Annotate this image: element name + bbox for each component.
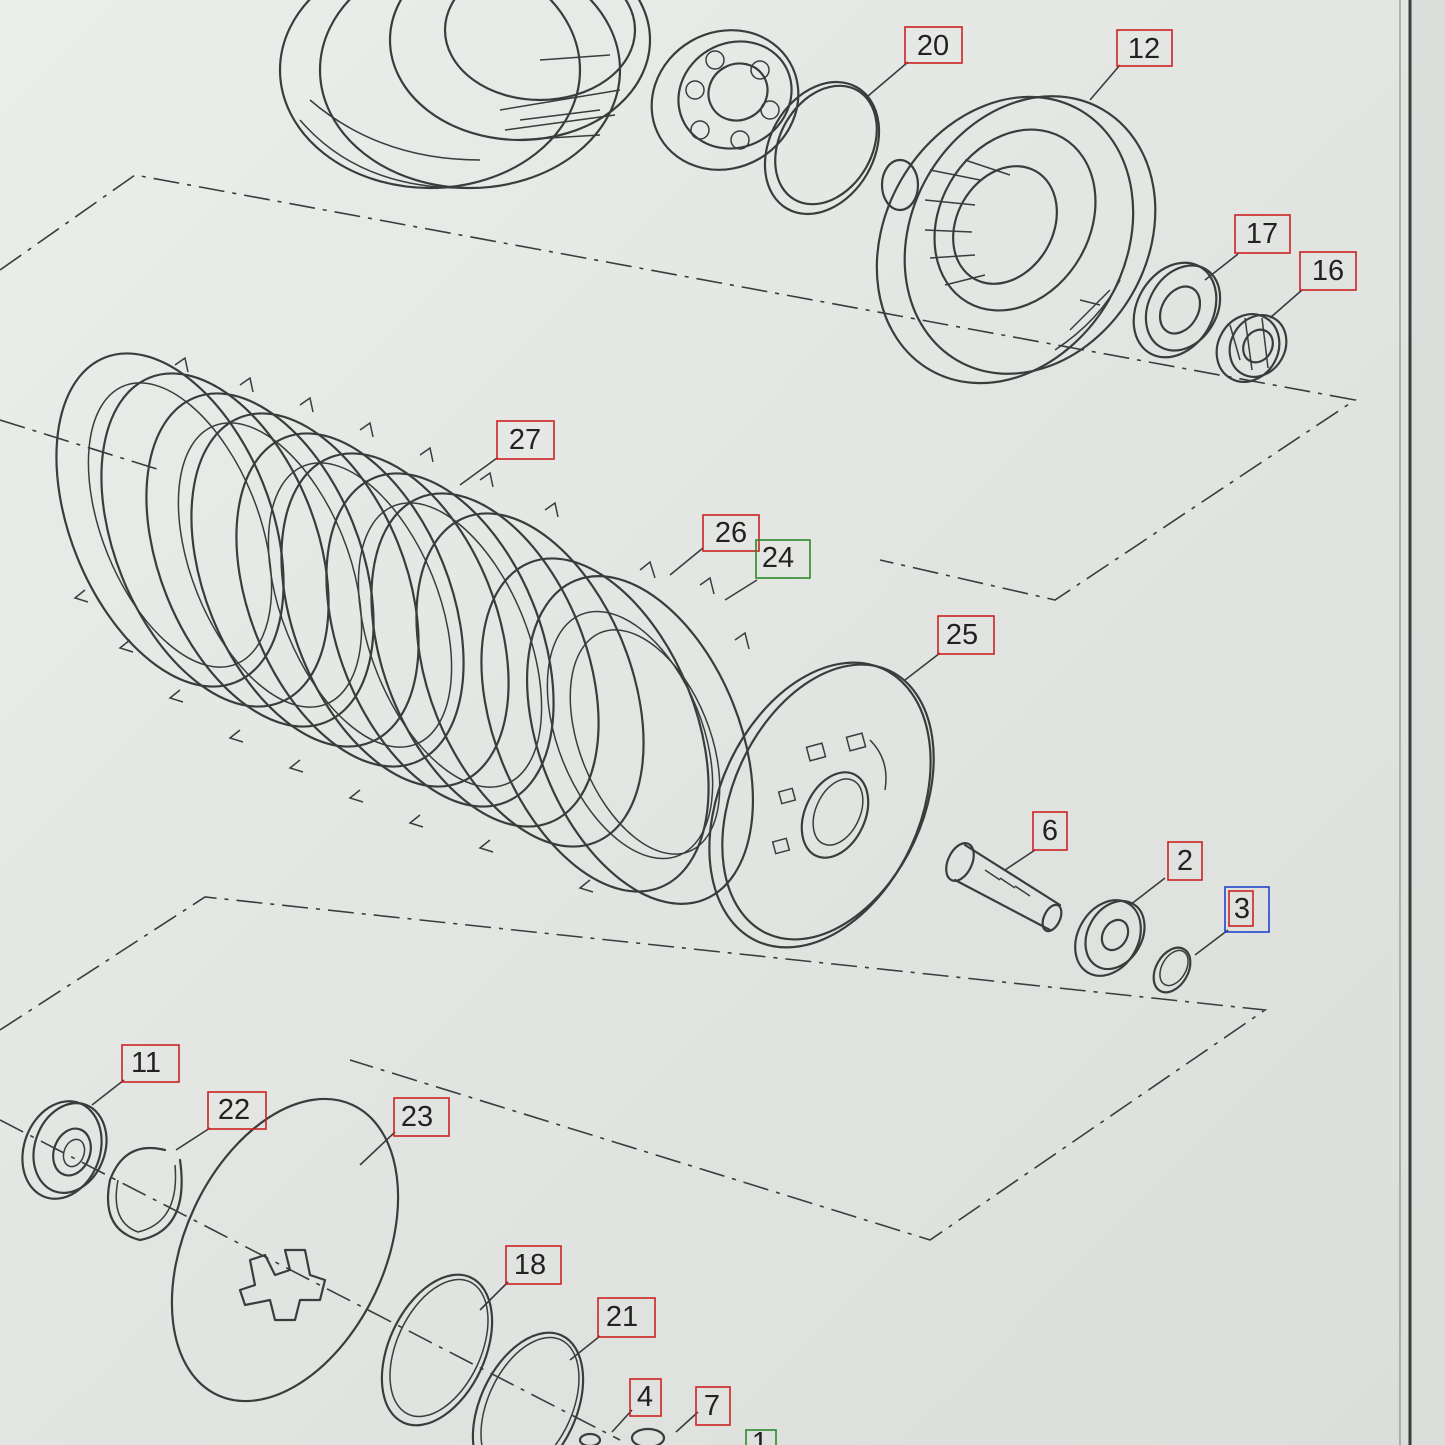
callout-25: 25: [937, 615, 995, 655]
washer-17: [1132, 261, 1222, 359]
lock-washer-23: [170, 1097, 400, 1403]
svg-text:26: 26: [715, 517, 747, 549]
svg-text:16: 16: [1312, 255, 1344, 287]
callout-21: 21: [597, 1297, 656, 1338]
clutch-plate-26-24: [480, 557, 755, 905]
callout-1: 1: [745, 1427, 777, 1445]
callout-22: 22: [207, 1091, 267, 1130]
svg-text:7: 7: [704, 1390, 720, 1422]
monitor-bezel-edge: [1399, 0, 1445, 1445]
dashed-group-outlines: [0, 174, 1358, 1441]
callout-18: 18: [505, 1245, 562, 1285]
svg-text:4: 4: [637, 1381, 653, 1413]
svg-text:20: 20: [917, 30, 949, 62]
callout-26: 26: [702, 514, 760, 552]
svg-text:17: 17: [1246, 218, 1278, 250]
svg-text:24: 24: [762, 542, 794, 574]
svg-text:23: 23: [401, 1101, 433, 1133]
callout-11: 11: [121, 1044, 180, 1083]
callout-27: 27: [496, 420, 555, 460]
callout-3: 3: [1224, 886, 1270, 933]
bearing-2: [1074, 899, 1146, 977]
svg-text:21: 21: [606, 1301, 638, 1333]
o-ring-21: [471, 1331, 585, 1445]
callout-24: 24: [755, 539, 811, 579]
svg-text:12: 12: [1128, 33, 1160, 65]
svg-text:18: 18: [514, 1249, 546, 1281]
svg-text:3: 3: [1234, 893, 1250, 925]
svg-text:1: 1: [752, 1427, 768, 1445]
clutch-basket: [278, 0, 652, 190]
callout-17: 17: [1234, 214, 1291, 254]
svg-text:6: 6: [1042, 815, 1058, 847]
callout-6: 6: [1032, 811, 1068, 851]
clutch-hub-12: [875, 95, 1157, 385]
small-parts-bottom: [578, 1427, 666, 1445]
svg-text:2: 2: [1177, 845, 1193, 877]
oil-seal-11: [21, 1100, 108, 1200]
callout-16: 16: [1299, 251, 1357, 291]
top-bearing: [650, 29, 800, 171]
callout-12: 12: [1116, 29, 1173, 67]
callout-7: 7: [695, 1386, 731, 1426]
callout-4: 4: [629, 1378, 662, 1417]
svg-text:11: 11: [131, 1047, 161, 1079]
svg-text:27: 27: [509, 424, 541, 456]
circlip-3: [1152, 946, 1192, 994]
clutch-plate-stack-27: [55, 352, 645, 853]
lower-axis-line: [0, 1119, 621, 1441]
callout-23: 23: [393, 1097, 450, 1137]
callout-2: 2: [1167, 841, 1203, 881]
nut-16: [1215, 313, 1288, 383]
circlip-22: [106, 1146, 183, 1242]
svg-text:22: 22: [218, 1094, 250, 1126]
callout-20: 20: [904, 26, 963, 64]
snap-ring-20: [763, 80, 881, 216]
o-ring-18: [380, 1273, 494, 1427]
pressure-plate-25: [708, 661, 935, 949]
svg-text:25: 25: [946, 619, 978, 651]
upper-group-outline: [0, 174, 1358, 601]
push-rod-6: [945, 842, 1063, 933]
lower-group-outline: [0, 896, 1268, 1241]
leader-lines: [91, 61, 1303, 1433]
